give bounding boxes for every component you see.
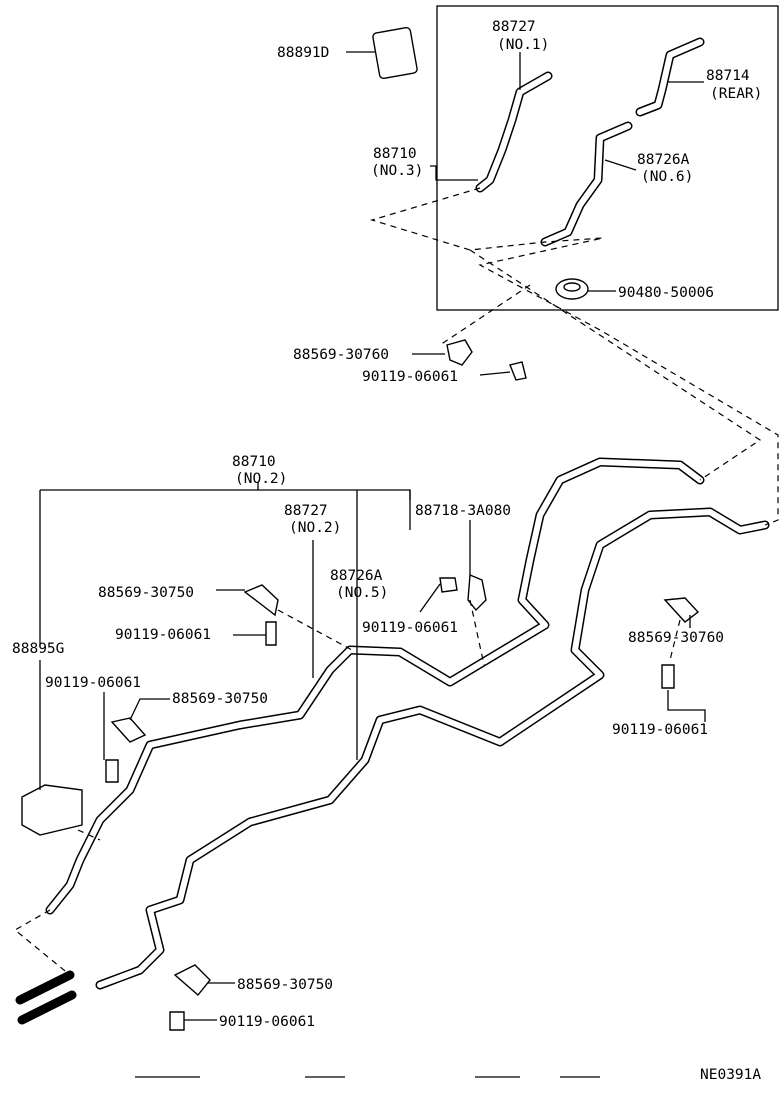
label-88727-no2-sub: (NO.2)	[289, 520, 341, 536]
clamp-88718-3a080	[467, 573, 487, 612]
label-88895g: 88895G	[12, 641, 64, 657]
dashed-guides	[13, 187, 779, 976]
label-90480-50006: 90480-50006	[618, 285, 714, 301]
bolt-90119-b	[105, 759, 119, 783]
pipe-88726a-no6	[540, 121, 633, 247]
label-88710-no2-sub: (NO.2)	[235, 471, 287, 487]
bolt-90119-right	[661, 664, 675, 689]
clamp-88569-30760-right	[663, 597, 700, 623]
label-90119-right: 90119-06061	[612, 722, 708, 738]
clamp-88569-30750-a	[243, 584, 279, 617]
pipe-stubs	[15, 970, 77, 1025]
bolt-90119-upper	[509, 361, 527, 381]
label-88727-no1-sub: (NO.1)	[497, 37, 549, 53]
bracket-88895g	[21, 784, 83, 836]
bolt-90119-a	[265, 621, 277, 646]
label-88569-30760-upper: 88569-30760	[293, 347, 389, 363]
inset-box	[436, 5, 779, 311]
clamp-88569-30760-upper	[446, 339, 473, 366]
pipe-88727-no1	[475, 71, 553, 193]
clamp-88569-30750-c	[173, 964, 211, 997]
label-88726a-no6-sub: (NO.6)	[641, 169, 693, 185]
pipe-lower-main	[95, 507, 770, 990]
label-90119-mid: 90119-06061	[362, 620, 458, 636]
leader-lines	[39, 51, 706, 1078]
label-90119-upper: 90119-06061	[362, 369, 458, 385]
label-88726a-no6: 88726A	[637, 152, 690, 168]
label-88726a-no5: 88726A	[330, 568, 383, 584]
part-88891d-pad	[372, 26, 418, 80]
diagram-code: NE0391A	[700, 1067, 761, 1083]
label-88891d: 88891D	[277, 45, 329, 61]
clamp-88569-30750-b	[110, 717, 147, 743]
label-88569-30750-c: 88569-30750	[237, 977, 333, 993]
label-88569-30750-b: 88569-30750	[172, 691, 268, 707]
label-88714: 88714	[706, 68, 750, 84]
label-88569-30760-right: 88569-30760	[628, 630, 724, 646]
label-90119-a: 90119-06061	[115, 627, 211, 643]
label-88710-no2: 88710	[232, 454, 276, 470]
label-90119-b: 90119-06061	[45, 675, 141, 691]
label-88710-no3-sub: (NO.3)	[371, 163, 423, 179]
grommet-hole	[563, 282, 581, 292]
label-88718-3a080: 88718-3A080	[415, 503, 511, 519]
pipe-upper-main	[45, 457, 705, 915]
label-88727-no1: 88727	[492, 19, 536, 35]
label-88727-no2: 88727	[284, 503, 328, 519]
pipe-88714-rear	[635, 37, 705, 117]
label-88726a-no5-sub: (NO.5)	[336, 585, 388, 601]
label-88714-sub: (REAR)	[710, 86, 762, 102]
bolt-90119-mid	[439, 577, 458, 593]
bolt-90119-c	[169, 1011, 185, 1031]
label-90119-c: 90119-06061	[219, 1014, 315, 1030]
label-88569-30750-a: 88569-30750	[98, 585, 194, 601]
label-88710-no3: 88710	[373, 146, 417, 162]
